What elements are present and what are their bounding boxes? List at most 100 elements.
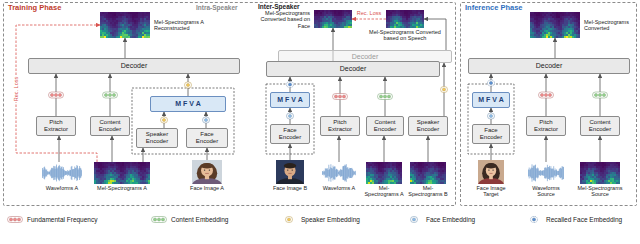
- spectrogram-cell: [416, 174, 418, 176]
- spectrogram-cell: [416, 16, 418, 18]
- spectrogram-cell: [556, 28, 558, 30]
- spectrogram-cell: [564, 36, 566, 38]
- image-label: Mel-Spectrograms A: [362, 185, 406, 198]
- spectrogram-cell: [596, 170, 598, 172]
- spectrogram-cell: [144, 28, 146, 30]
- spectrogram-cell: [336, 12, 338, 14]
- spectrogram-cell: [122, 174, 124, 176]
- spectrogram-cell: [392, 22, 394, 24]
- spectrogram-cell: [380, 170, 382, 172]
- embedding-token: [441, 87, 448, 93]
- spectrogram-cell: [530, 12, 532, 14]
- spectrogram-cell: [438, 168, 440, 170]
- spectrogram-cell: [394, 168, 396, 170]
- spectrogram-cell: [390, 18, 392, 20]
- spectrogram-cell: [138, 174, 140, 176]
- spectrogram-cell: [594, 178, 596, 180]
- embedding-token: [185, 82, 192, 88]
- spectrogram-cell: [440, 176, 442, 178]
- connector: [555, 38, 556, 58]
- spectrogram-cell: [148, 32, 150, 34]
- spectrogram-cell: [106, 170, 108, 172]
- spectrogram-cell: [396, 18, 398, 20]
- spectrogram-cell: [108, 174, 110, 176]
- spectrogram-cell: [146, 172, 148, 174]
- spectrogram-cell: [540, 20, 542, 22]
- spectrogram-cell: [410, 18, 412, 20]
- spectrogram-cell: [124, 182, 126, 184]
- spectrogram-cell: [108, 24, 110, 26]
- spectrogram-cell: [118, 34, 120, 36]
- spectrogram-cell: [376, 164, 378, 166]
- spectrogram-cell: [104, 162, 106, 164]
- spectrogram-cell: [104, 28, 106, 30]
- spectrogram-cell: [340, 10, 342, 12]
- spectrogram-cell: [396, 16, 398, 18]
- spectrogram-cell: [534, 30, 536, 32]
- spectrogram-cell: [114, 180, 116, 182]
- spectrogram-cell: [422, 14, 424, 16]
- spectrogram-cell: [102, 24, 104, 26]
- spectrogram-cell: [116, 166, 118, 168]
- spectrogram-cell: [148, 12, 150, 14]
- spectrogram-cell: [420, 12, 422, 14]
- spectrogram-cell: [140, 32, 142, 34]
- encoder-group-outline: [266, 84, 314, 154]
- spectrogram-cell: [406, 14, 408, 16]
- spectrogram-cell: [436, 164, 438, 166]
- spectrogram-cell: [402, 14, 404, 16]
- spectrogram-cell: [390, 180, 392, 182]
- spectrogram-cell: [412, 176, 414, 178]
- spectrogram-cell: [426, 182, 428, 184]
- spectrogram-cell: [436, 168, 438, 170]
- spectrogram-cell: [132, 178, 134, 180]
- spectrogram-cell: [388, 26, 390, 28]
- spectrogram-cell: [538, 30, 540, 32]
- spectrogram-cell: [382, 176, 384, 178]
- spectrogram-cell: [400, 180, 402, 182]
- spectrogram-cell: [562, 34, 564, 36]
- spectrogram-cell: [106, 20, 108, 22]
- embedding-token: [287, 82, 294, 88]
- spectrogram-cell: [368, 162, 370, 164]
- spectrogram-cell: [392, 16, 394, 18]
- spectrogram-cell: [584, 182, 586, 184]
- spectrogram-cell: [418, 164, 420, 166]
- spectrogram-cell: [134, 32, 136, 34]
- spectrogram-cell: [128, 22, 130, 24]
- spectrogram-cell: [146, 36, 148, 38]
- spectrogram-cell: [384, 164, 386, 166]
- spectrogram-cell: [144, 168, 146, 170]
- spectrogram-cell: [144, 32, 146, 34]
- spectrogram-cell: [542, 26, 544, 28]
- spectrogram-cell: [118, 24, 120, 26]
- spectrogram-cell: [124, 34, 126, 36]
- spectrogram-cell: [420, 180, 422, 182]
- spectrogram-cell: [110, 30, 112, 32]
- spectrogram-cell: [120, 162, 122, 164]
- spectrogram-cell: [416, 26, 418, 28]
- spectrogram-cell: [332, 26, 334, 28]
- spectrogram-cell: [376, 166, 378, 168]
- spectrogram-cell: [120, 16, 122, 18]
- spectrogram-cell: [586, 180, 588, 182]
- spectrogram-cell: [382, 182, 384, 184]
- spectrogram-cell: [318, 16, 320, 18]
- spectrogram-cell: [132, 22, 134, 24]
- spectrogram-cell: [420, 182, 422, 184]
- spectrogram-cell: [140, 182, 142, 184]
- spectrogram-cell: [130, 22, 132, 24]
- spectrogram-cell: [146, 164, 148, 166]
- spectrogram-cell: [588, 180, 590, 182]
- spectrogram-cell: [98, 180, 100, 182]
- spectrogram-cell: [94, 172, 96, 174]
- spectrogram-cell: [130, 20, 132, 22]
- spectrogram-cell: [580, 182, 582, 184]
- spectrogram-cell: [554, 14, 556, 16]
- spectrogram-cell: [560, 24, 562, 26]
- spectrogram-cell: [580, 164, 582, 166]
- spectrogram-cell: [434, 176, 436, 178]
- spectrogram-cell: [108, 18, 110, 20]
- spectrogram-cell: [532, 16, 534, 18]
- spectrogram-cell: [398, 172, 400, 174]
